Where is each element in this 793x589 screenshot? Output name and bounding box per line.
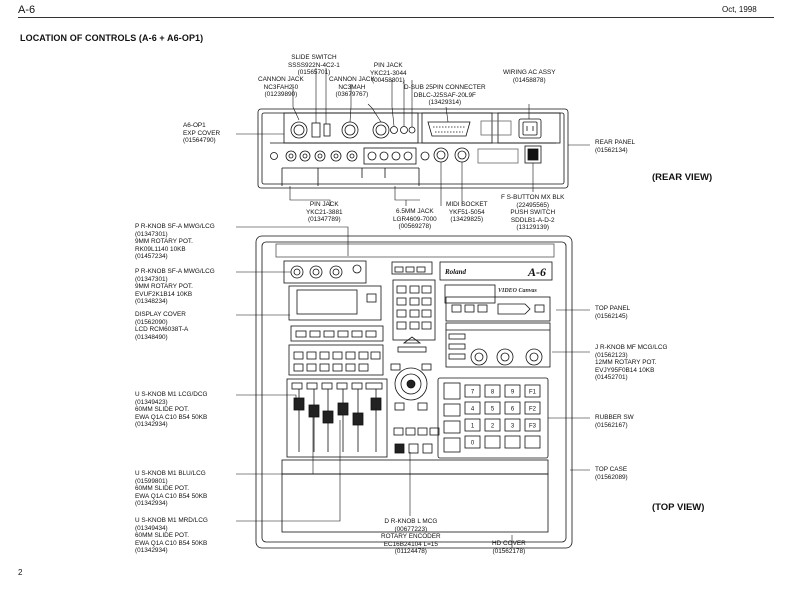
label-j-knob: J R-KNOB MF MCG/LCG(01562123)12MM ROTARY… — [595, 344, 668, 382]
pad-key — [524, 418, 541, 432]
pad-key — [504, 418, 521, 432]
label-top-case: TOP CASE(01562089) — [595, 466, 628, 481]
pad-key — [464, 435, 481, 449]
pad-key — [484, 435, 501, 449]
pad-key — [464, 384, 481, 398]
pad-key-label: 5 — [491, 407, 495, 413]
rear-view-caption: (REAR VIEW) — [652, 172, 713, 183]
pad-key-label: 8 — [491, 390, 495, 396]
fader-section — [286, 378, 388, 458]
page-title: LOCATION OF CONTROLS (A-6 + A6-OP1) — [20, 33, 204, 43]
pin-jacks-top — [390, 126, 416, 134]
header-model: A-6 — [18, 4, 36, 16]
pad-key — [524, 401, 541, 415]
display — [288, 285, 382, 321]
pad-key — [484, 418, 501, 432]
dsub-connector — [427, 121, 471, 137]
label-us-knob-3: U S-KNOB M1 MRD/LCG(01349434)60MM SLIDE … — [135, 517, 208, 555]
header-rule — [18, 17, 774, 18]
pad-key — [504, 401, 521, 415]
rear-unit-outline — [257, 108, 569, 189]
label-rear-panel: REAR PANEL(01562134) — [595, 139, 636, 154]
page-number: 2 — [18, 568, 23, 577]
label-us-knob-1: U S-KNOB M1 LCG/DCG(01349423)60MM SLIDE … — [135, 391, 208, 429]
label-display-cover: DISPLAY COVER(01562090)LCD RCM6038T-A(01… — [135, 311, 189, 341]
pad-key-label: 2 — [491, 424, 495, 430]
pad-key — [484, 384, 501, 398]
label-us-knob-2: U S-KNOB M1 BLU/LCG(01599801)60MM SLIDE … — [135, 470, 208, 508]
page-header: A-6 Oct, 1998 — [0, 0, 793, 22]
lower-jack-row — [270, 145, 542, 165]
pad-key-label: 4 — [471, 407, 475, 413]
panel-logo: VIDEO Canvas — [498, 288, 538, 294]
xlr-jacks — [290, 121, 390, 139]
leader-lines — [236, 68, 590, 548]
pad-key-label: F3 — [529, 424, 537, 430]
pad-key-label: 6 — [511, 407, 515, 413]
header-date: Oct, 1998 — [722, 5, 757, 14]
pad-key-label: 1 — [471, 424, 475, 430]
label-p-knob-1: P R-KNOB SF-A MWG/LCG(01347301)9MM ROTAR… — [135, 223, 215, 261]
label-hd-cover: HD COVER(01562178) — [492, 540, 526, 555]
pad-key — [484, 401, 501, 415]
pad-key-label: 3 — [511, 424, 515, 430]
top-unit-outline — [255, 235, 573, 549]
label-p-knob-2: P R-KNOB SF-A MWG/LCG(01347301)9MM ROTAR… — [135, 268, 215, 306]
top-view-caption: (TOP VIEW) — [652, 502, 705, 513]
left-buttons — [288, 325, 384, 376]
pad-key — [464, 401, 481, 415]
label-rubber-sw: RUBBER SW(01562167) — [595, 414, 634, 429]
pad-key-label: F2 — [529, 407, 537, 413]
panel-model: A-6 — [527, 265, 546, 279]
pad-key-label: 9 — [511, 390, 515, 396]
label-top-panel: TOP PANEL(01562145) — [595, 305, 631, 320]
label-wiring: WIRING AC ASSY(01458878) — [503, 69, 556, 84]
ac-inlet — [480, 118, 542, 139]
pad-key — [464, 418, 481, 432]
rear-brackets — [281, 167, 420, 186]
top-left-knobs — [283, 260, 367, 284]
pad-grid: 7 8 9 F1 4 5 6 F2 1 2 3 F3 0 — [464, 384, 541, 449]
center-controls — [390, 261, 440, 454]
pad-key — [504, 384, 521, 398]
pad-key-label: F1 — [529, 390, 537, 396]
pad-key-label: 7 — [471, 390, 475, 396]
pad-key-label: 0 — [471, 441, 475, 447]
pad-key — [504, 435, 521, 449]
panel-brand: Roland — [444, 268, 467, 276]
pad-key — [524, 384, 541, 398]
right-upper-panel — [439, 261, 553, 368]
pad-key — [524, 435, 541, 449]
